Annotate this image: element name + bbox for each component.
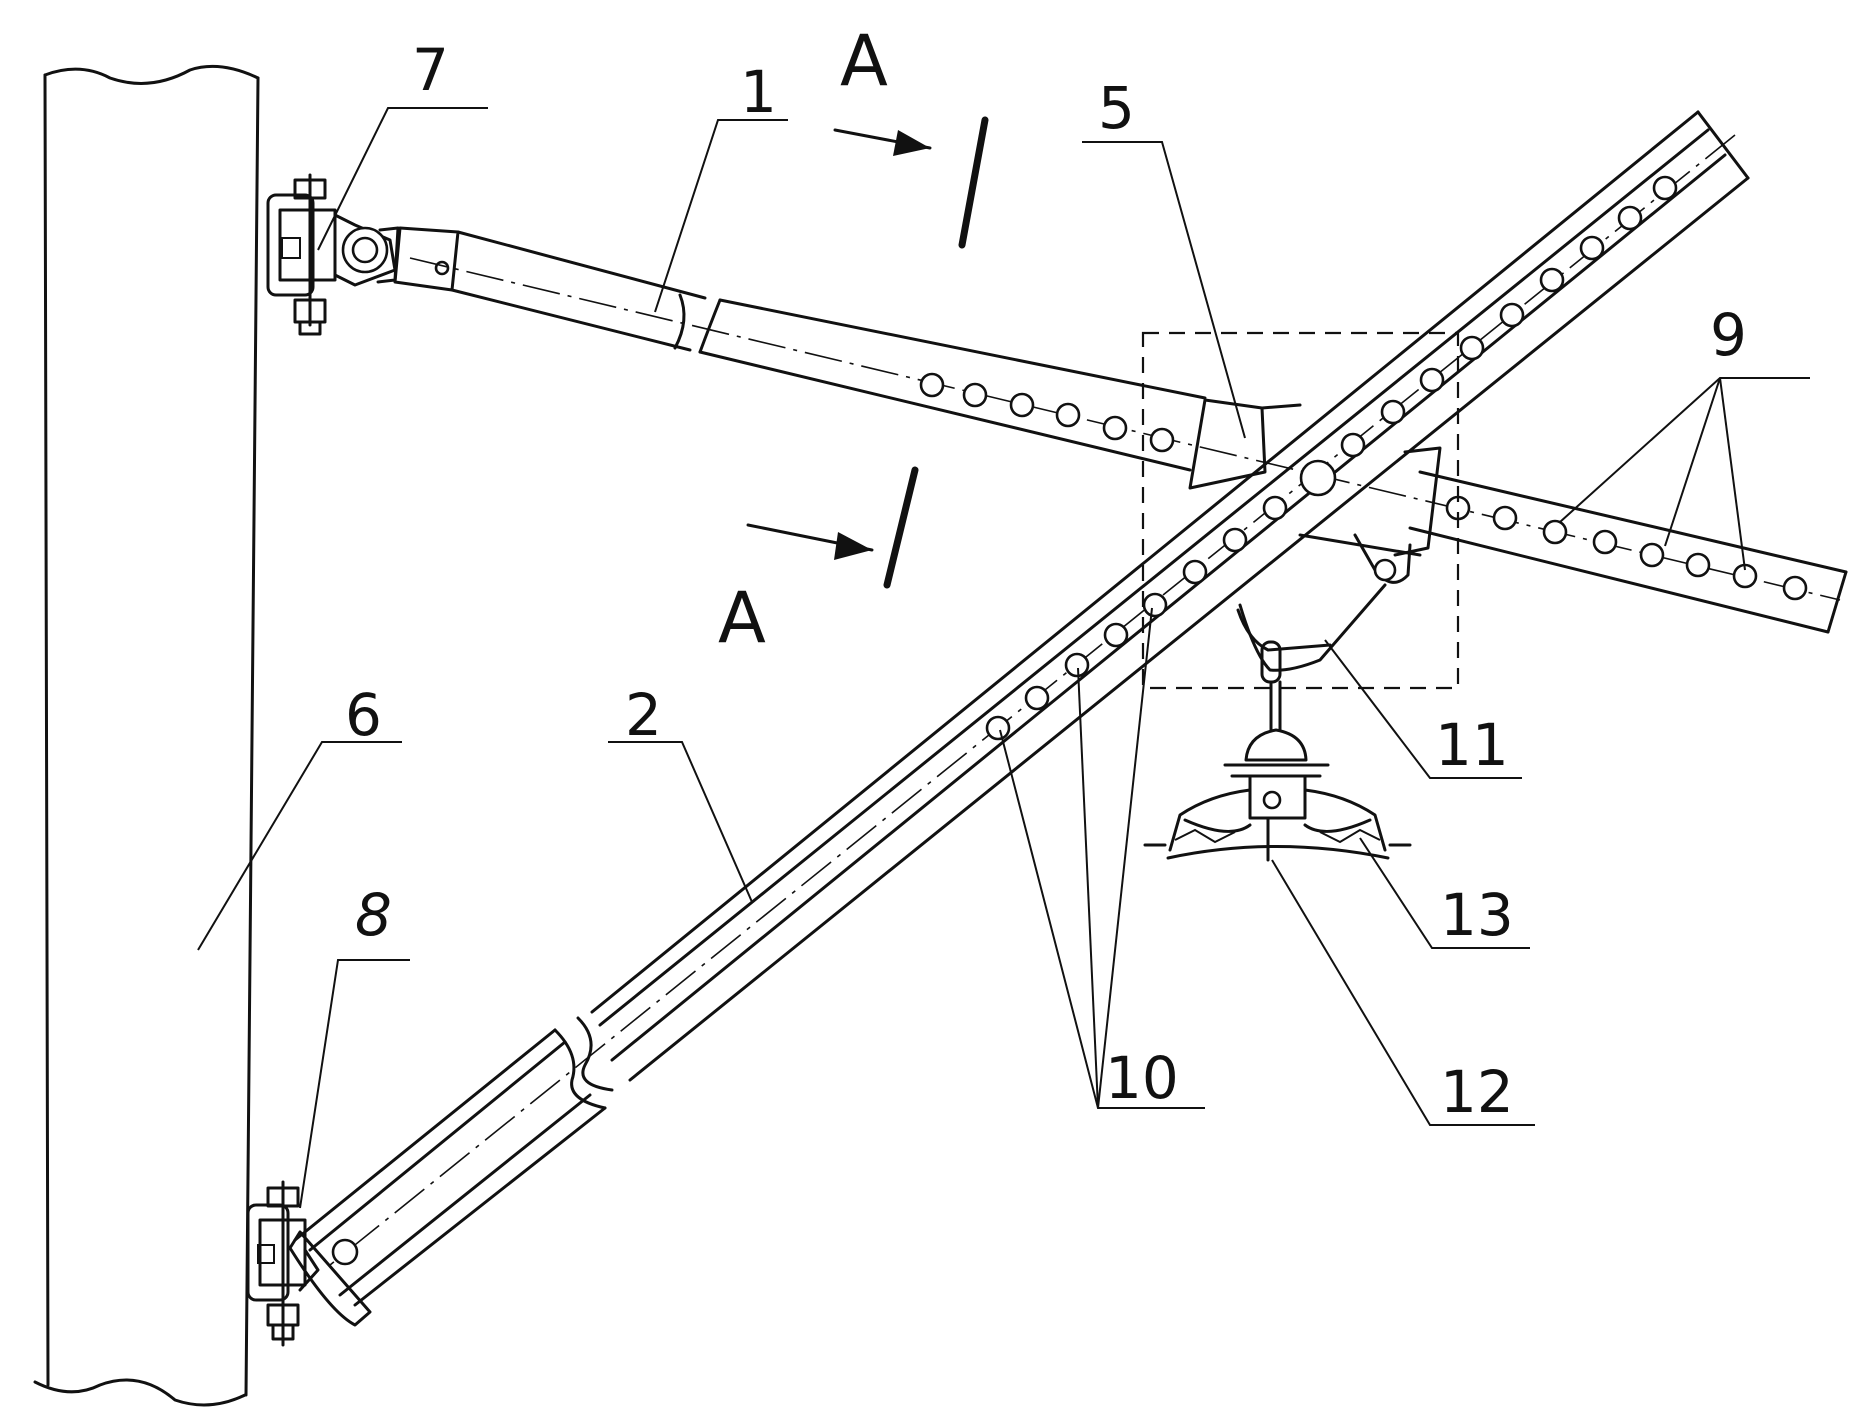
hanger-assembly bbox=[1143, 583, 1412, 862]
callout-11: 11 bbox=[1435, 711, 1509, 779]
section-label-top: A bbox=[840, 20, 888, 102]
section-marker-top bbox=[833, 116, 989, 249]
callout-8: 8 bbox=[355, 881, 392, 949]
pole bbox=[33, 64, 260, 1407]
clamp bbox=[1188, 398, 1442, 584]
callout-12: 12 bbox=[1440, 1058, 1514, 1126]
section-label-bottom: A bbox=[718, 577, 766, 659]
callout-13: 13 bbox=[1440, 881, 1514, 949]
callout-1: 1 bbox=[740, 58, 777, 126]
callout-5: 5 bbox=[1098, 74, 1135, 142]
callout-10: 10 bbox=[1105, 1044, 1179, 1112]
callout-7: 7 bbox=[412, 36, 449, 104]
callout-2: 2 bbox=[625, 681, 662, 749]
callout-9: 9 bbox=[1710, 301, 1747, 369]
leader-lines bbox=[197, 107, 1810, 1209]
lower-rod bbox=[288, 110, 1750, 1327]
detail-frame bbox=[1141, 331, 1460, 690]
callout-6: 6 bbox=[345, 681, 382, 749]
lower-bracket bbox=[246, 1180, 320, 1347]
upper-bracket bbox=[266, 173, 400, 336]
upper-rod bbox=[393, 226, 1848, 634]
section-marker-bottom bbox=[746, 466, 919, 589]
